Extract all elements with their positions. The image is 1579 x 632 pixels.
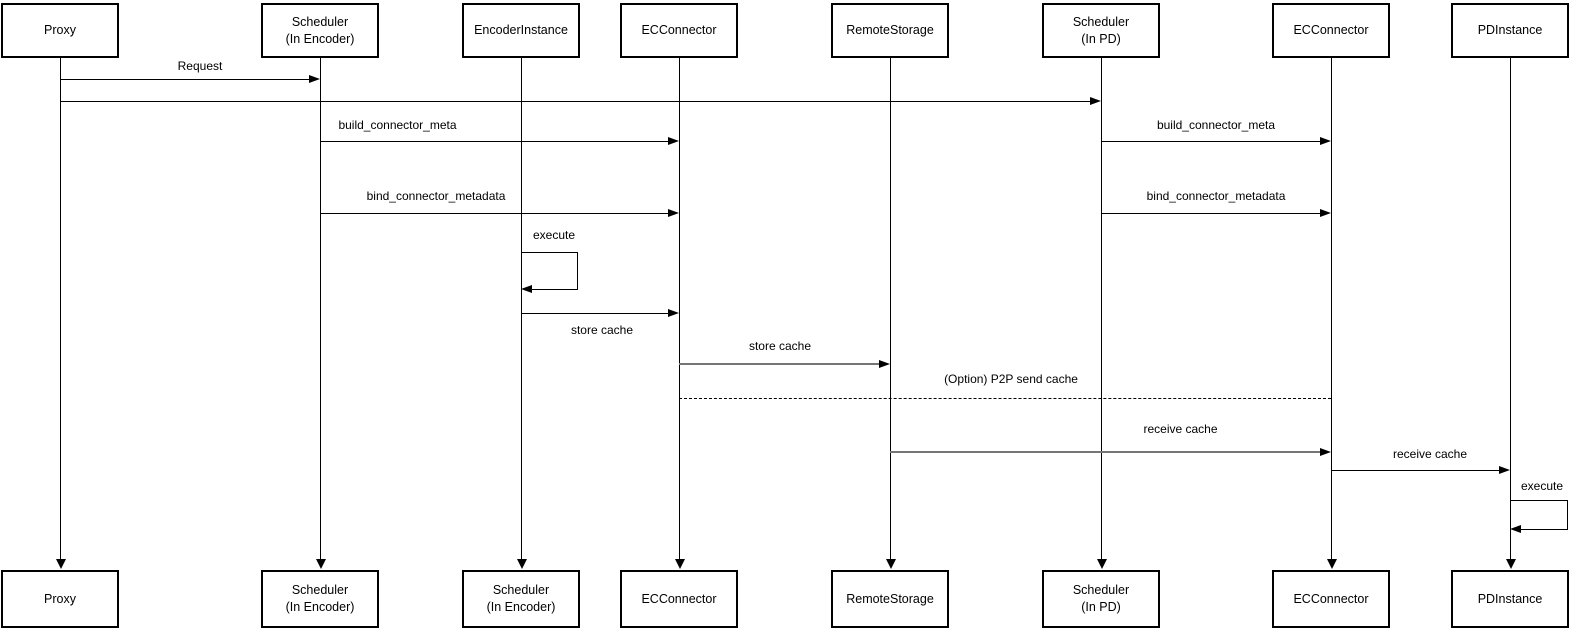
message-label: build_connector_meta <box>330 118 465 132</box>
message-label: receive cache <box>1387 447 1473 461</box>
lifeline-ec-connector-pd <box>1331 58 1332 560</box>
arrowhead-down-icon <box>56 559 66 569</box>
actor-bottom-ec-connector-pd: ECConnector <box>1272 570 1390 628</box>
message-label: bind_connector_metadata <box>1146 189 1286 203</box>
actor-bottom-ec-connector: ECConnector <box>620 570 738 628</box>
actor-bottom-scheduler-encoder-2: Scheduler (In Encoder) <box>462 570 580 628</box>
arrowhead-down-icon <box>1506 559 1516 569</box>
message-line <box>679 363 880 365</box>
message-line-dashed <box>679 398 1331 399</box>
message-label: store cache <box>740 339 820 353</box>
message-label: Request <box>150 59 250 73</box>
message-line <box>1101 141 1321 142</box>
actor-bottom-remote-storage: RemoteStorage <box>831 570 949 628</box>
actor-top-scheduler-pd: Scheduler (In PD) <box>1042 3 1160 58</box>
message-label: build_connector_meta <box>1151 118 1281 132</box>
arrowhead-left-icon <box>521 285 532 293</box>
arrowhead-down-icon <box>675 559 685 569</box>
arrowhead-down-icon <box>517 559 527 569</box>
actor-top-proxy: Proxy <box>1 3 119 58</box>
arrowhead-right-icon <box>879 360 890 368</box>
arrowhead-right-icon <box>668 209 679 217</box>
message-line <box>320 141 669 142</box>
arrowhead-down-icon <box>886 559 896 569</box>
self-loop-bottom-line <box>1521 529 1567 530</box>
arrowhead-right-icon <box>1320 209 1331 217</box>
message-line <box>1101 213 1321 214</box>
message-line <box>890 451 1321 453</box>
lifeline-scheduler-pd <box>1101 58 1102 560</box>
arrowhead-down-icon <box>1097 559 1107 569</box>
message-line <box>60 79 310 80</box>
arrowhead-right-icon <box>1499 466 1510 474</box>
actor-top-remote-storage: RemoteStorage <box>831 3 949 58</box>
message-label: receive cache <box>1133 422 1228 436</box>
actor-top-encoder-instance: EncoderInstance <box>462 3 580 58</box>
message-line <box>1331 470 1500 471</box>
arrowhead-right-icon <box>309 75 320 83</box>
message-label: store cache <box>563 323 641 337</box>
arrowhead-down-icon <box>1327 559 1337 569</box>
actor-top-pd-instance: PDInstance <box>1451 3 1569 58</box>
arrowhead-right-icon <box>668 309 679 317</box>
lifeline-encoder-instance <box>521 58 522 560</box>
message-label: execute <box>1516 479 1568 493</box>
lifeline-scheduler-encoder <box>320 58 321 560</box>
actor-bottom-pd-instance: PDInstance <box>1451 570 1569 628</box>
actor-top-ec-connector-pd: ECConnector <box>1272 3 1390 58</box>
message-label: (Option) P2P send cache <box>935 372 1087 386</box>
self-loop-right-line <box>577 252 578 290</box>
message-label: execute <box>525 228 583 242</box>
message-label: bind_connector_metadata <box>362 189 510 203</box>
arrowhead-left-icon <box>1510 525 1521 533</box>
arrowhead-right-icon <box>1320 448 1331 456</box>
self-loop-top-line <box>521 252 578 253</box>
self-loop-right-line <box>1567 500 1568 530</box>
message-line <box>521 313 669 314</box>
message-line <box>60 101 1091 102</box>
arrowhead-right-icon <box>668 137 679 145</box>
lifeline-pd-instance <box>1510 58 1511 560</box>
actor-top-ec-connector: ECConnector <box>620 3 738 58</box>
actor-bottom-proxy: Proxy <box>1 570 119 628</box>
lifeline-proxy <box>60 58 61 560</box>
self-loop-top-line <box>1510 500 1568 501</box>
actor-top-scheduler-encoder: Scheduler (In Encoder) <box>261 3 379 58</box>
message-line <box>320 213 669 214</box>
arrowhead-right-icon <box>1090 97 1101 105</box>
actor-bottom-scheduler-encoder: Scheduler (In Encoder) <box>261 570 379 628</box>
arrowhead-down-icon <box>316 559 326 569</box>
actor-bottom-scheduler-pd: Scheduler (In PD) <box>1042 570 1160 628</box>
arrowhead-right-icon <box>1320 137 1331 145</box>
self-loop-bottom-line <box>532 289 578 290</box>
lifeline-remote-storage <box>890 58 891 560</box>
lifeline-ec-connector <box>679 58 680 560</box>
